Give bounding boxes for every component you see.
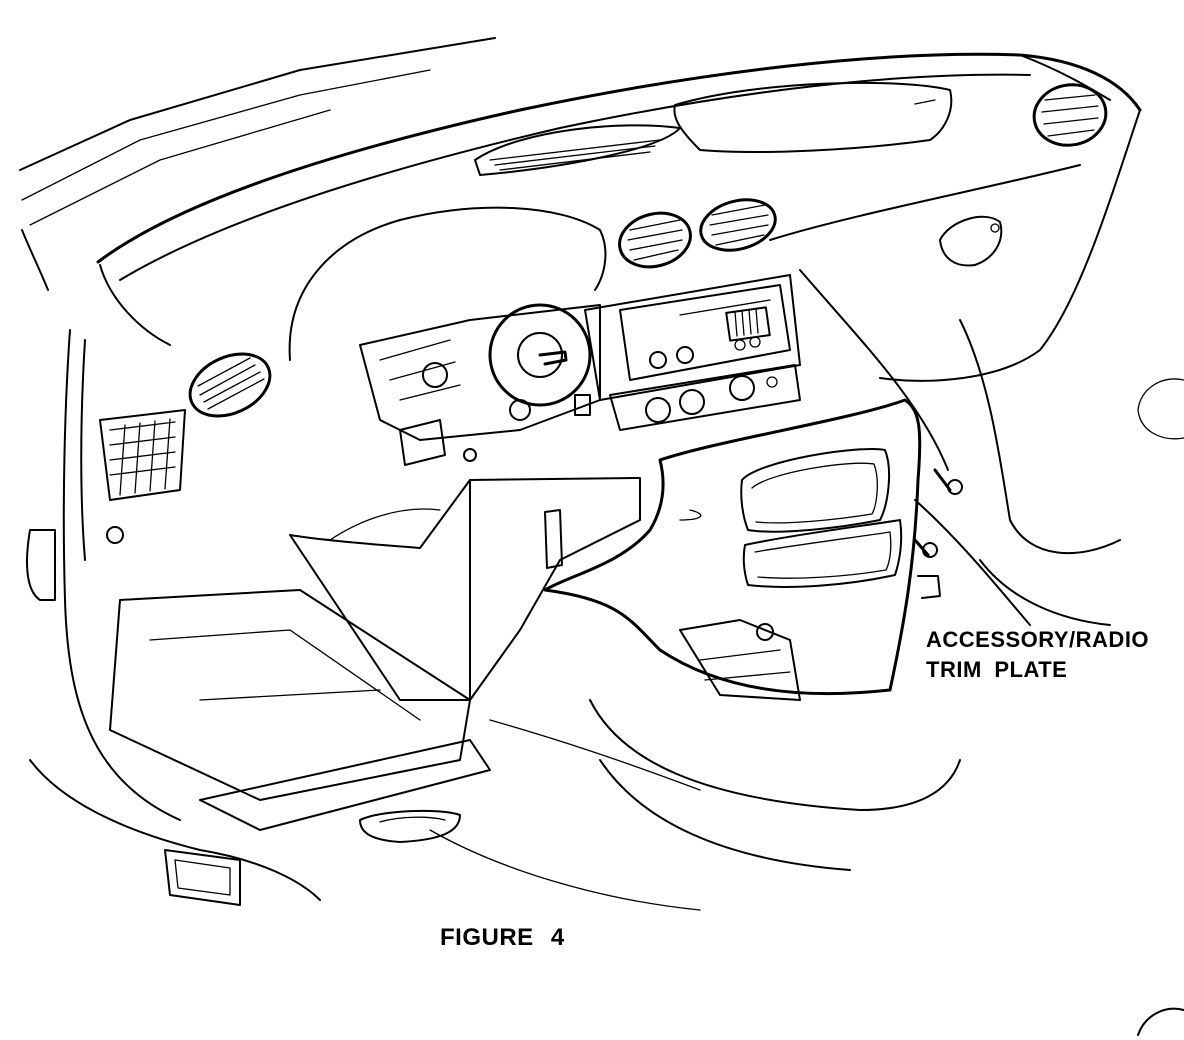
lower-mechanism: [679, 619, 801, 701]
climate-control-panel: [609, 364, 801, 431]
left-door-panel: [26, 329, 321, 901]
right-air-vent: [1032, 83, 1108, 147]
trim-plate-screws: [913, 468, 963, 599]
windshield-lines: [19, 37, 496, 226]
center-air-vents: [618, 198, 777, 269]
radio-head-unit: [584, 274, 801, 401]
page-hole-marks: [1137, 378, 1184, 1036]
steering-column-assembly: [359, 303, 601, 466]
callout-leader-line: [799, 269, 1031, 626]
instrument-hood: [21, 206, 607, 361]
center-console: [109, 477, 641, 906]
accessory-radio-trim-plate: [543, 398, 922, 696]
figure-caption: FIGURE 4: [440, 924, 565, 951]
callout-label-line2: TRIM PLATE: [926, 657, 1068, 682]
left-air-vent: [188, 352, 272, 418]
dash-top: [96, 52, 1142, 281]
right-dash-body: [769, 109, 1141, 626]
floor-lines: [429, 699, 961, 911]
callout-label-line1: ACCESSORY/RADIO: [926, 627, 1150, 652]
